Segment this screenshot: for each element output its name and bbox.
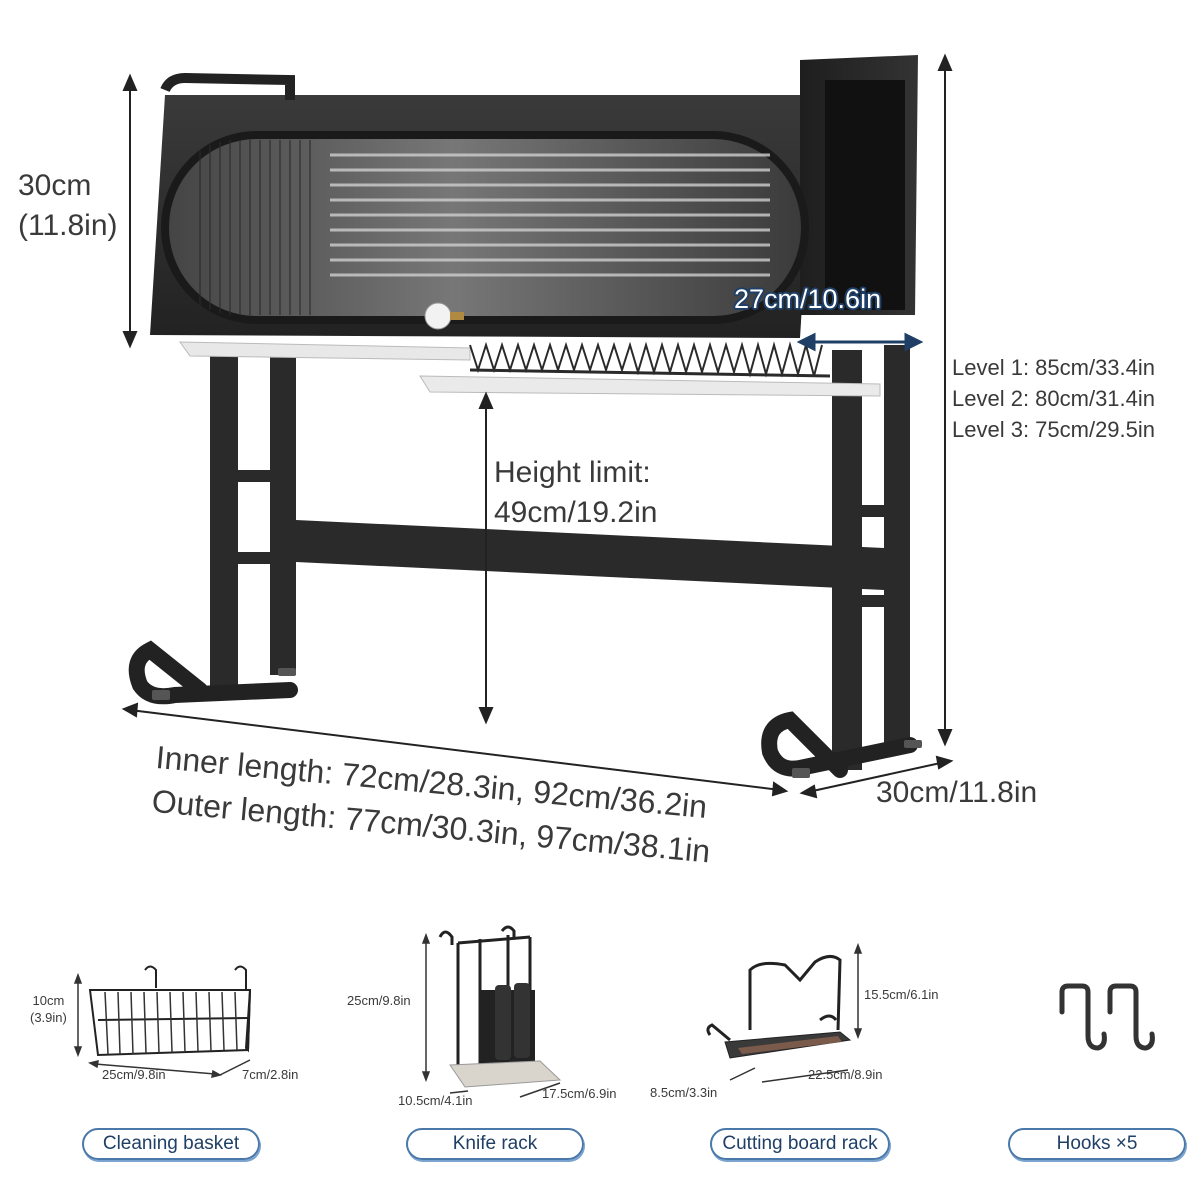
- knife-depth-label: 17.5cm/6.9in: [542, 1086, 617, 1101]
- knife-rack-pill: Knife rack: [406, 1128, 584, 1160]
- rack-legs: [210, 345, 910, 770]
- window-stripes: [199, 140, 311, 315]
- level-1-height: Level 1: 85cm/33.4in: [952, 355, 1156, 380]
- level-2-height: Level 2: 80cm/31.4in: [952, 386, 1156, 411]
- basket-height-label: 10cm (3.9in): [30, 992, 67, 1026]
- hooks-pill: Hooks ×5: [1008, 1128, 1186, 1160]
- board-height-label: 15.5cm/6.1in: [864, 987, 939, 1002]
- cleaning-basket-illustration: [73, 965, 252, 1079]
- cabinet-height-label: 30cm (11.8in): [18, 166, 118, 246]
- cleaning-basket-pill: Cleaning basket: [82, 1128, 260, 1160]
- basket-height-cm: 10cm: [32, 993, 65, 1008]
- height-limit-title: Height limit:: [494, 456, 651, 489]
- depth-label: 27cm/10.6in: [734, 284, 882, 314]
- depth-arrow: [796, 332, 924, 352]
- basket-height-in: (3.9in): [30, 1010, 67, 1025]
- knife-height-label: 25cm/9.8in: [347, 993, 411, 1008]
- drip-tray-right: [419, 375, 881, 397]
- window-plate-lines: [330, 153, 770, 277]
- dish-wire-rack: [469, 341, 823, 378]
- cabinet-height-cm: 30cm: [18, 169, 92, 202]
- hook-left: [1059, 983, 1107, 1051]
- knife-rack-illustration: [421, 925, 562, 1098]
- cutting-board-rack-pill: Cutting board rack: [710, 1128, 890, 1160]
- door-knob: [424, 302, 452, 330]
- dimension-arrows: [121, 53, 954, 799]
- drip-tray-left: [179, 341, 471, 361]
- height-limit-label: Height limit: 49cm/19.2in: [494, 453, 657, 533]
- level-3-height: Level 3: 75cm/29.5in: [952, 417, 1156, 442]
- basket-length-label: 25cm/9.8in: [102, 1067, 166, 1082]
- dish-rack-illustration: [121, 53, 954, 799]
- basket-depth-label: 7cm/2.8in: [242, 1067, 299, 1082]
- height-limit-value: 49cm/19.2in: [494, 496, 658, 529]
- total-height-levels: Level 1: 85cm/33.4in Level 2: 80cm/31.4i…: [952, 352, 1155, 445]
- board-length-label: 22.5cm/8.9in: [808, 1067, 883, 1082]
- width-label: 30cm/11.8in: [876, 776, 1038, 809]
- board-depth-label: 8.5cm/3.3in: [650, 1085, 718, 1100]
- cutting-board-rack-illustration: [706, 942, 863, 1083]
- knife-width-label: 10.5cm/4.1in: [398, 1093, 473, 1108]
- hook-right: [1107, 983, 1155, 1051]
- hooks-illustration: [1059, 983, 1155, 1051]
- cabinet-height-in: (11.8in): [18, 209, 118, 242]
